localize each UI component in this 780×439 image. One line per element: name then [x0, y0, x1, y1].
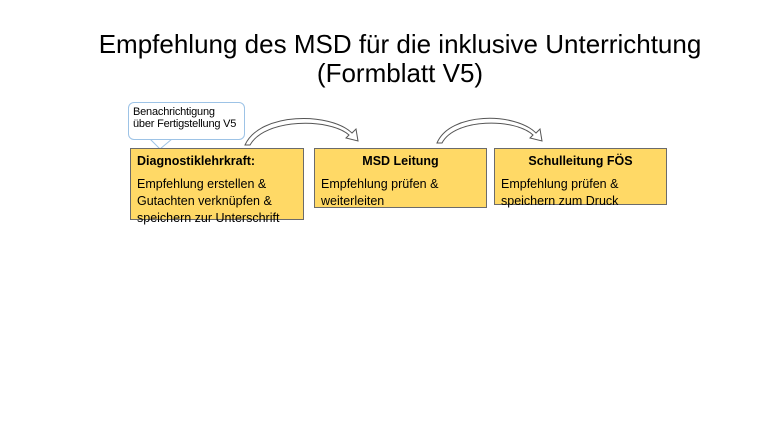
step-diagnostiklehrkraft: Diagnostiklehrkraft: Empfehlung erstelle… [130, 148, 304, 225]
step-text: Empfehlung prüfen & [321, 177, 439, 191]
step-text: speichern zur Unterschrift [137, 211, 280, 225]
arrow-1-icon [244, 118, 359, 146]
step-text: Empfehlung prüfen & [501, 177, 619, 191]
step-heading: Schulleitung FÖS [528, 154, 633, 168]
step-msd-leitung: MSD Leitung Empfehlung prüfen & weiterle… [314, 148, 487, 208]
step-text: Gutachten verknüpfen & [137, 194, 272, 208]
step-text: weiterleiten [321, 194, 385, 208]
slide-title-line1: Empfehlung des MSD für die inklusive Unt… [98, 29, 702, 59]
step-heading: MSD Leitung [362, 154, 439, 168]
arrow-2-icon [436, 117, 543, 144]
step-heading: Diagnostiklehrkraft: [137, 154, 256, 168]
step-text: Empfehlung erstellen & [137, 177, 267, 191]
callout-line1: Benachrichtigung [133, 106, 215, 118]
step-schulleitung-foes: Schulleitung FÖS Empfehlung prüfen & spe… [494, 148, 667, 208]
slide-title-line2: (Formblatt V5) [316, 58, 484, 88]
step-text: speichern zum Druck [501, 194, 619, 208]
callout-line2: über Fertigstellung V5 [133, 118, 237, 130]
notification-callout: Benachrichtigung über Fertigstellung V5 [128, 102, 245, 140]
